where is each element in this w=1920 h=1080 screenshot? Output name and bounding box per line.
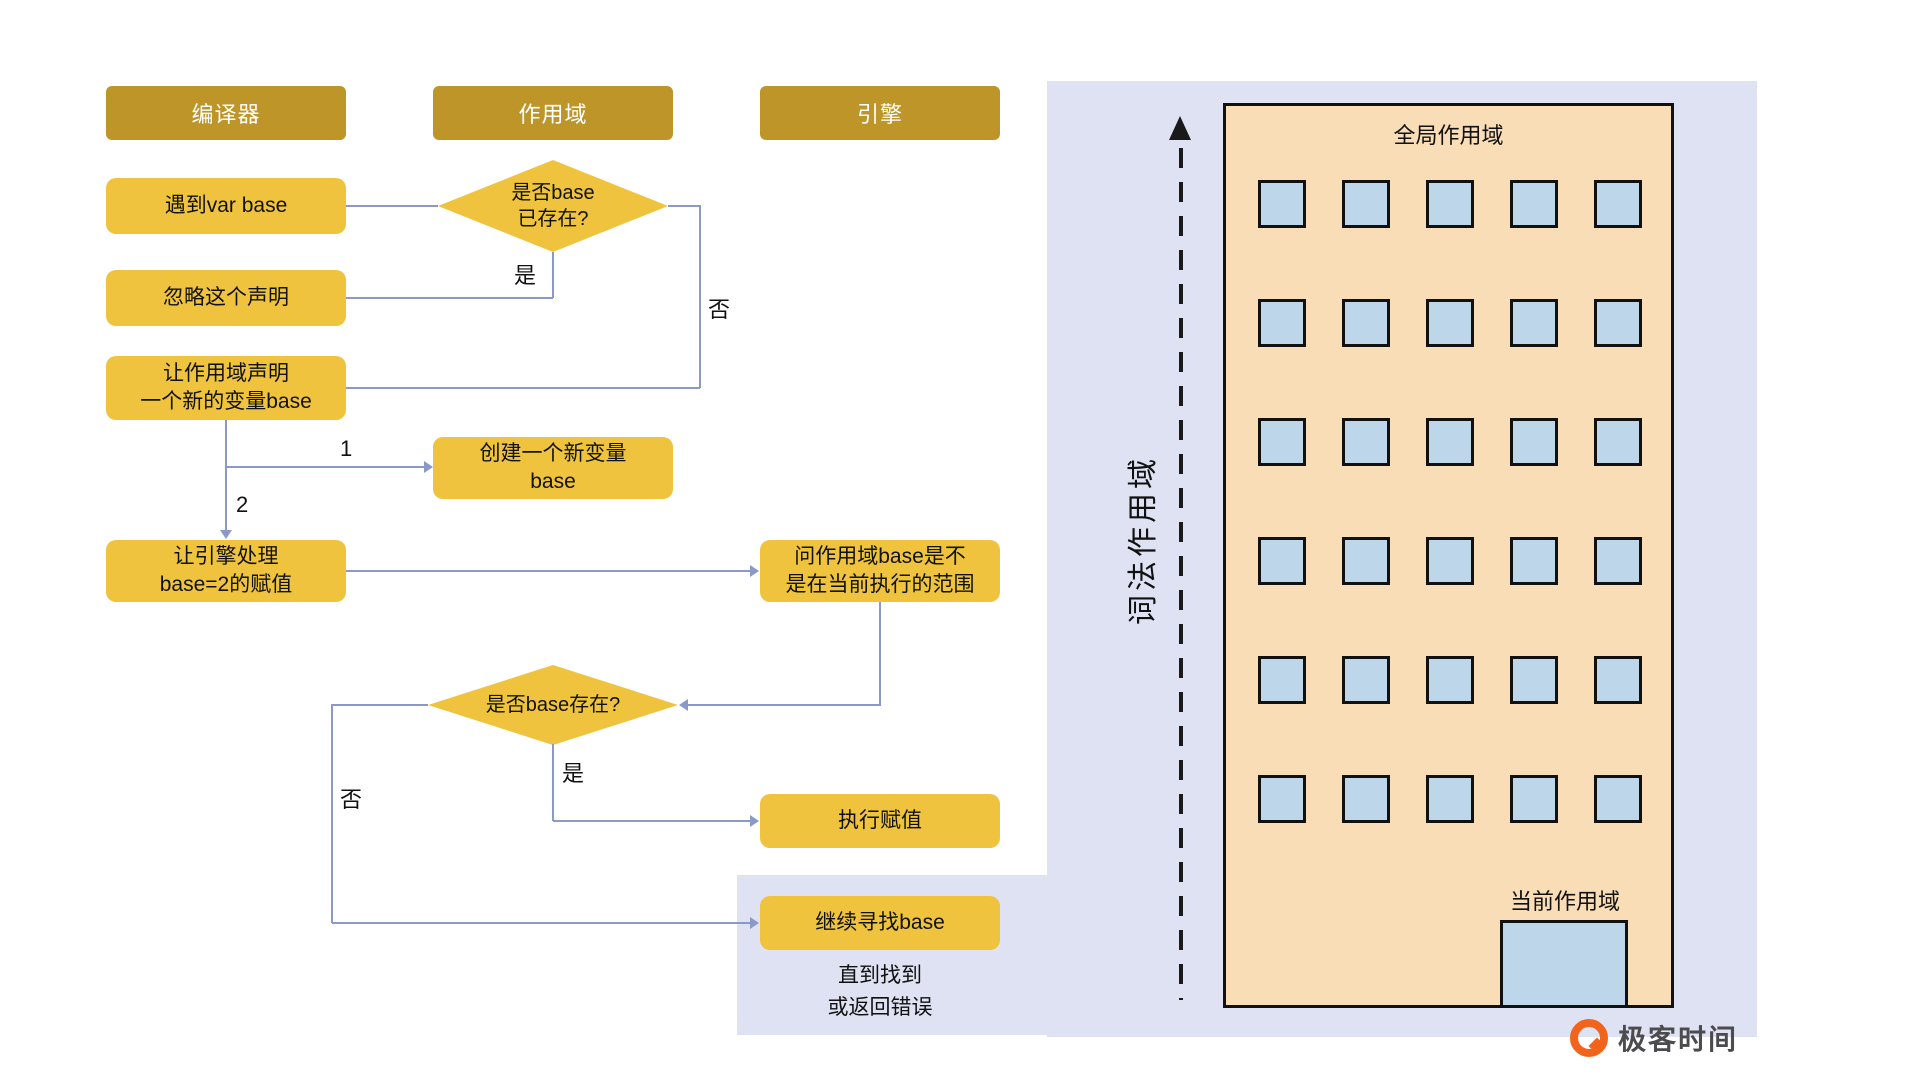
node-engine-handle-assignment: 让引擎处理 base=2的赋值 (106, 540, 346, 602)
brand-logo: 极客时间 (1570, 1018, 1738, 1058)
node-create-new-var: 创建一个新变量 base (433, 437, 673, 499)
building-window (1258, 537, 1306, 585)
connector (346, 205, 438, 207)
geektime-icon-tail (1588, 1037, 1606, 1055)
node-keep-looking-base: 继续寻找base (760, 896, 1000, 950)
building-window (1594, 775, 1642, 823)
node-encounter-var-base: 遇到var base (106, 178, 346, 234)
lexical-scope-label: 词法作用域 (1127, 455, 1160, 625)
building-window (1342, 418, 1390, 466)
connector (553, 820, 750, 822)
branch-label-no-2: 否 (340, 787, 363, 812)
branch-label-1: 1 (340, 436, 353, 461)
building-window (1510, 180, 1558, 228)
building-window (1342, 180, 1390, 228)
branch-label-no-1: 否 (708, 297, 731, 322)
connector (225, 420, 227, 530)
lexical-scope-arrow-icon (1169, 116, 1191, 140)
building-window (1594, 656, 1642, 704)
arrowhead (750, 917, 759, 929)
header-scope: 作用域 (433, 86, 673, 140)
header-compiler: 编译器 (106, 86, 346, 140)
decision-base-already-exists: 是否base 已存在? (438, 160, 668, 252)
lexical-scope-dashed-line (1179, 148, 1183, 1000)
building-window (1258, 775, 1306, 823)
building-window (1594, 537, 1642, 585)
node-ask-scope-for-base: 问作用域base是不 是在当前执行的范围 (760, 540, 1000, 602)
connector (346, 570, 750, 572)
arrowhead (679, 699, 688, 711)
current-scope-label: 当前作用域 (1509, 889, 1620, 914)
branch-label-yes-1: 是 (513, 263, 536, 288)
connector (346, 297, 553, 299)
global-scope-label: 全局作用域 (1393, 123, 1504, 148)
connector (346, 387, 700, 389)
arrowhead (220, 530, 232, 539)
connector (332, 704, 428, 706)
connector (668, 205, 700, 207)
building-window (1342, 775, 1390, 823)
building-window (1510, 537, 1558, 585)
building-window (1258, 418, 1306, 466)
building-window (1426, 537, 1474, 585)
arrowhead (750, 815, 759, 827)
building-window (1510, 775, 1558, 823)
node-execute-assignment: 执行赋值 (760, 794, 1000, 848)
building-window (1510, 299, 1558, 347)
connector (332, 922, 750, 924)
connector (552, 252, 554, 298)
building-window (1594, 418, 1642, 466)
building-window (1426, 180, 1474, 228)
building-window (1426, 418, 1474, 466)
building-windows (1258, 180, 1642, 823)
building-window (1426, 775, 1474, 823)
note-until-found-or-error: 直到找到 或返回错误 (827, 964, 933, 1019)
building-window (1510, 656, 1558, 704)
current-scope-door (1500, 920, 1628, 1008)
connector (879, 602, 881, 705)
arrowhead (750, 565, 759, 577)
connector (552, 744, 554, 821)
connector (226, 466, 426, 468)
building-window (1258, 180, 1306, 228)
node-scope-declare-new-var: 让作用域声明 一个新的变量base (106, 356, 346, 420)
branch-label-2: 2 (236, 492, 249, 517)
geektime-icon (1570, 1019, 1608, 1057)
building-window (1258, 299, 1306, 347)
header-engine: 引擎 (760, 86, 1000, 140)
node-ignore-declaration: 忽略这个声明 (106, 270, 346, 326)
building-window (1426, 656, 1474, 704)
connector (699, 205, 701, 388)
building-window (1426, 299, 1474, 347)
building-window (1258, 656, 1306, 704)
decision-base-exists: 是否base存在? (428, 665, 678, 745)
building-window (1342, 299, 1390, 347)
building-window (1594, 299, 1642, 347)
branch-label-yes-2: 是 (562, 761, 585, 786)
building-window (1594, 180, 1642, 228)
building-window (1342, 656, 1390, 704)
building-window (1510, 418, 1558, 466)
connector (688, 704, 881, 706)
arrowhead (424, 461, 433, 473)
connector (331, 704, 333, 923)
brand-name: 极客时间 (1618, 1024, 1739, 1055)
building-window (1342, 537, 1390, 585)
